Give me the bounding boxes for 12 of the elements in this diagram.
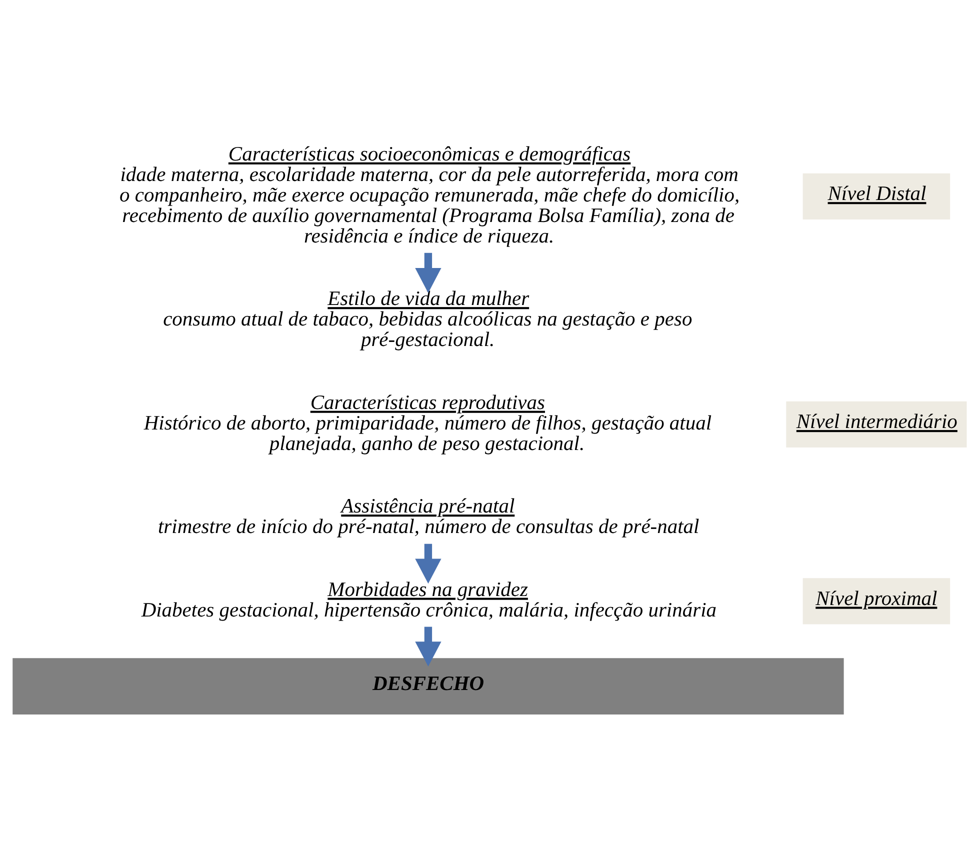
node-text: Características socioeconômicas e demográficas idade materna, escolaridade materna, cor da pele autorreferida, mora com o companheiro, mãe exerce ocupação remunerada, mãe chefe do domicílio, recebimento de auxílio governamental (Programa Bolsa Família), zona de residência e índice de riqueza.	[120, 143, 740, 248]
arrow	[415, 252, 442, 293]
node-text: Morbidades na gravidez Diabetes gestacional, hipertensão crônica, malária, infecção urinária	[141, 578, 717, 622]
label: Nível proximal	[816, 588, 938, 610]
arrow	[415, 626, 442, 667]
arrow	[415, 544, 442, 584]
node-text: Estilo de vida da mulher consumo atual de tabaco, bebidas alcoólicas na gestação e peso pré-gestacional.	[163, 288, 692, 352]
label: Nível intermediário	[796, 411, 958, 434]
label: Nível Distal	[828, 183, 926, 206]
node-text: Características reprodutivas Histórico de aborto, primiparidade, número de filhos, gestação atual planejada, ganho de peso gestacional.	[144, 392, 712, 455]
node-box: DESFECHO	[12, 658, 844, 715]
node-text: Assistência pré-natal trimestre de início do pré-natal, número de consultas de pré-natal	[158, 496, 700, 538]
